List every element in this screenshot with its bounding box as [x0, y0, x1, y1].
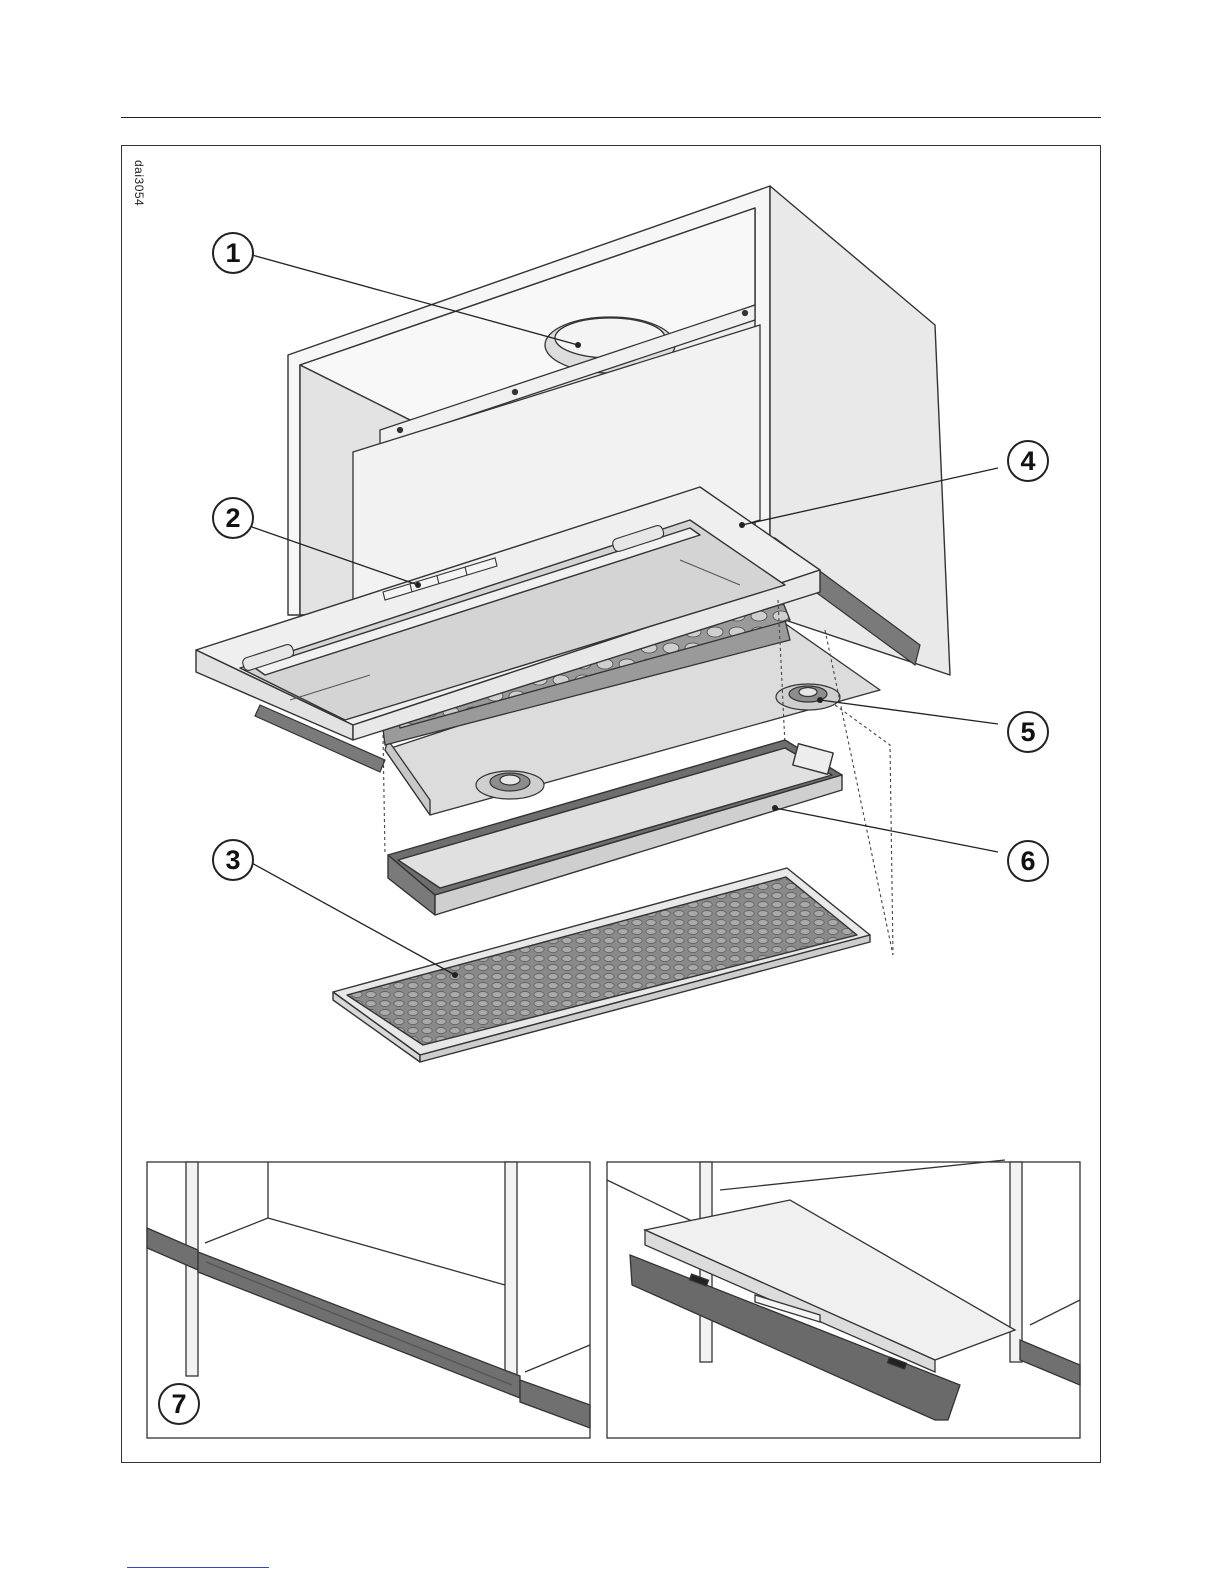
callout-1: 1 [212, 232, 254, 274]
callout-5: 5 [1007, 711, 1049, 753]
inset-left [147, 1162, 590, 1438]
callout-7: 7 [158, 1383, 200, 1425]
footer-link-line [127, 1567, 269, 1568]
lamp-right [776, 684, 840, 710]
lamp-left [476, 771, 544, 799]
callout-4: 4 [1007, 440, 1049, 482]
callout-6: 6 [1007, 840, 1049, 882]
callout-3: 3 [212, 839, 254, 881]
inset-right [607, 1160, 1080, 1438]
callout-2: 2 [212, 497, 254, 539]
